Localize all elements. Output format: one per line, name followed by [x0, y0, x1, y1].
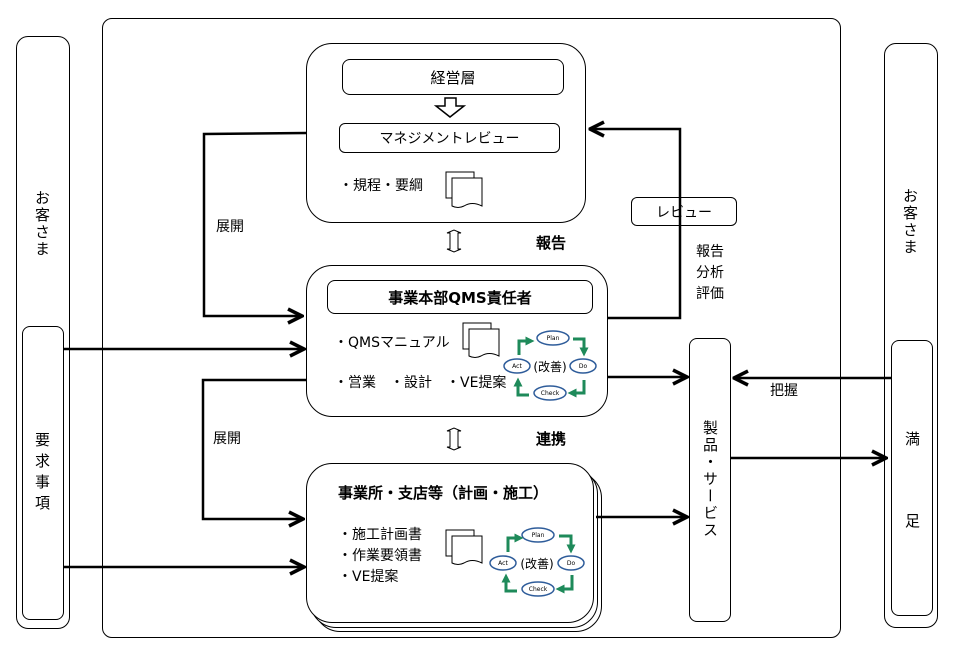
- hq-items-text: ・営業 ・設計 ・VE提案: [334, 375, 507, 391]
- report-analysis-2: 分析: [696, 265, 724, 281]
- branch-item-3: ・VE提案: [338, 569, 399, 585]
- executive-box: 経営層: [342, 59, 564, 95]
- satisfaction-char-1: 満: [905, 430, 921, 448]
- satisfaction-box: [891, 340, 933, 616]
- report-analysis-1: 報告: [696, 244, 724, 260]
- hq-qms-title-box: 事業本部QMS責任者: [327, 280, 593, 314]
- deploy-label-bottom: 展開: [213, 431, 241, 447]
- branch-item-1: ・施工計画書: [338, 527, 422, 543]
- product-service-box: [689, 338, 731, 622]
- double-arrow-icon-cooperate: [446, 427, 462, 451]
- product-service-label: 製品・サービス: [701, 420, 719, 539]
- branch-title: 事業所・支店等（計画・施工）: [338, 484, 549, 502]
- right-customer-label: お客さま: [901, 188, 919, 256]
- left-customer-label: お客さま: [33, 190, 51, 258]
- document-icon-mgmt: [445, 171, 483, 208]
- deploy-arrow-bottom: [201, 378, 306, 519]
- branch-item-2: ・作業要領書: [338, 548, 422, 564]
- hollow-down-arrow-icon: [433, 97, 467, 118]
- deploy-arrow-top: [202, 131, 307, 316]
- management-review-box: マネジメントレビュー: [339, 123, 560, 153]
- report-label: 報告: [536, 234, 567, 252]
- deploy-label-top: 展開: [216, 219, 244, 235]
- regulations-text: ・規程・要綱: [339, 178, 423, 194]
- double-arrow-icon-report: [446, 229, 462, 253]
- qms-manual-text: ・QMSマニュアル: [334, 335, 450, 351]
- cooperate-label: 連携: [536, 430, 567, 448]
- document-icon-hq: [462, 322, 500, 358]
- review-box: レビュー: [631, 197, 737, 226]
- grasp-label: 把握: [770, 383, 798, 399]
- satisfaction-char-2: 足: [905, 512, 921, 530]
- report-analysis-3: 評価: [696, 286, 724, 302]
- requirements-label: 要求事項: [33, 432, 51, 516]
- review-feedback-arrow: [590, 129, 682, 320]
- left-requirements-box: [22, 326, 64, 620]
- document-icon-branch: [445, 529, 483, 565]
